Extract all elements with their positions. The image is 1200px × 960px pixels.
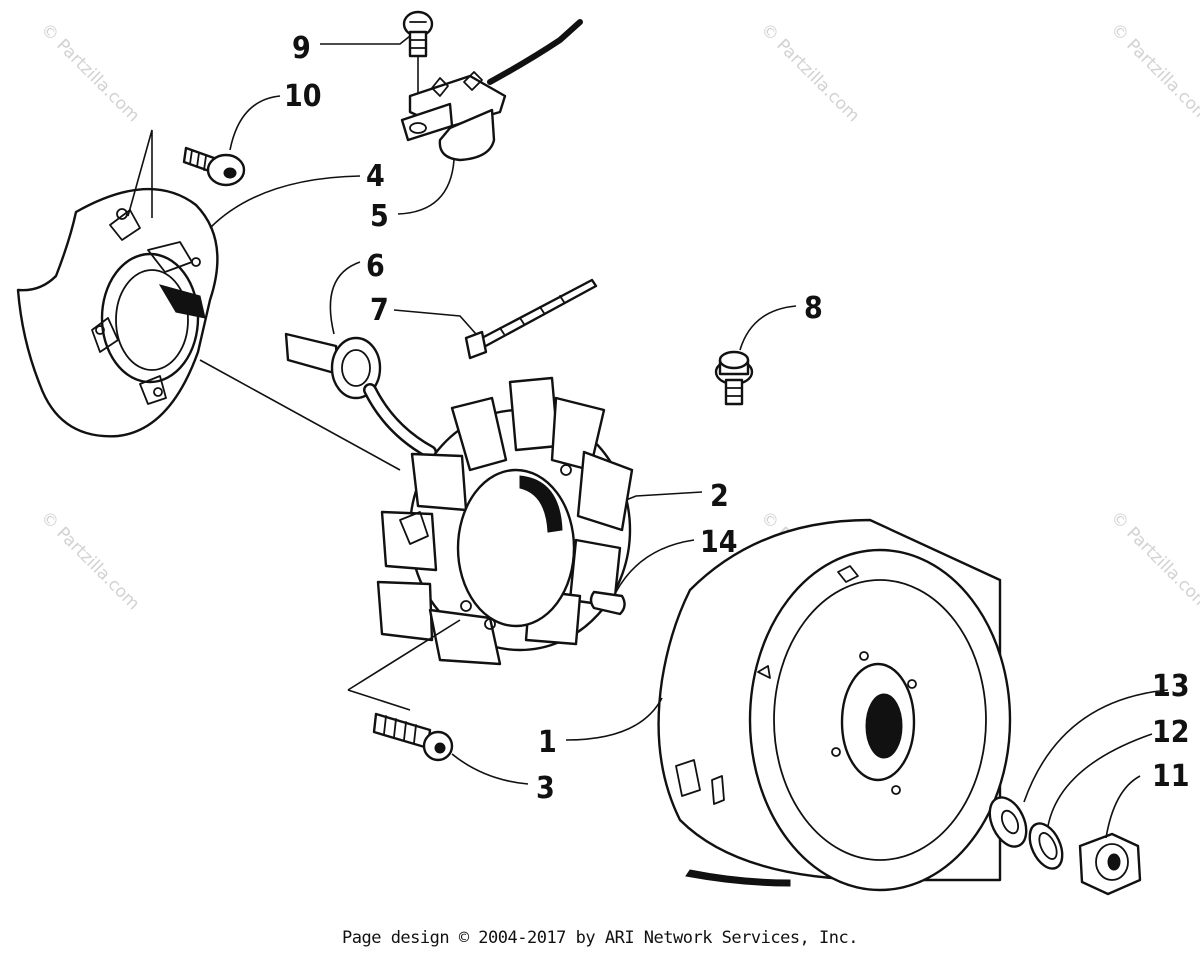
callout-2: 2	[710, 479, 729, 514]
callout-1: 1	[538, 725, 557, 760]
part-13-washer	[988, 796, 1028, 848]
watermark-top-right: © Partzilla.com	[1106, 19, 1200, 126]
callout-12: 12	[1152, 715, 1190, 750]
callout-7: 7	[370, 293, 389, 328]
part-8-bolt	[714, 350, 754, 406]
callout-6: 6	[366, 249, 385, 284]
part-2-stator	[376, 376, 634, 666]
callout-labels: 9 10 4 5 6 7 8 2 14 1 3 13 12 11	[284, 31, 1190, 806]
part-10-cap-screw	[182, 146, 246, 187]
callout-13: 13	[1152, 669, 1190, 704]
watermark-top-left: © Partzilla.com	[36, 19, 143, 126]
part-4-stator-plate	[16, 188, 219, 438]
callout-5: 5	[370, 199, 389, 234]
part-1-flywheel	[657, 518, 1012, 892]
part-3-screw	[372, 712, 454, 762]
watermark-bottom-right: © Partzilla.com	[1106, 507, 1200, 614]
copyright-footer: Page design © 2004-2017 by ARI Network S…	[342, 928, 858, 948]
watermark-bottom-left: © Partzilla.com	[36, 507, 143, 614]
watermark-top-center: © Partzilla.com	[756, 19, 863, 126]
callout-14: 14	[700, 525, 738, 560]
part-9-screw	[402, 10, 434, 120]
callout-4: 4	[366, 159, 385, 194]
callout-10: 10	[284, 79, 322, 114]
callout-9: 9	[292, 31, 311, 66]
part-14-key	[589, 590, 626, 616]
part-12-lock-washer	[1028, 822, 1064, 870]
callout-8: 8	[804, 291, 823, 326]
leader-lines	[127, 35, 1169, 839]
part-7-cable-tie	[464, 278, 598, 360]
callout-11: 11	[1152, 759, 1190, 794]
part-11-nut	[1078, 832, 1142, 896]
part-6-grommet-harness	[284, 332, 437, 459]
part-5-pulser-coil	[400, 19, 583, 162]
callout-3: 3	[536, 771, 555, 806]
